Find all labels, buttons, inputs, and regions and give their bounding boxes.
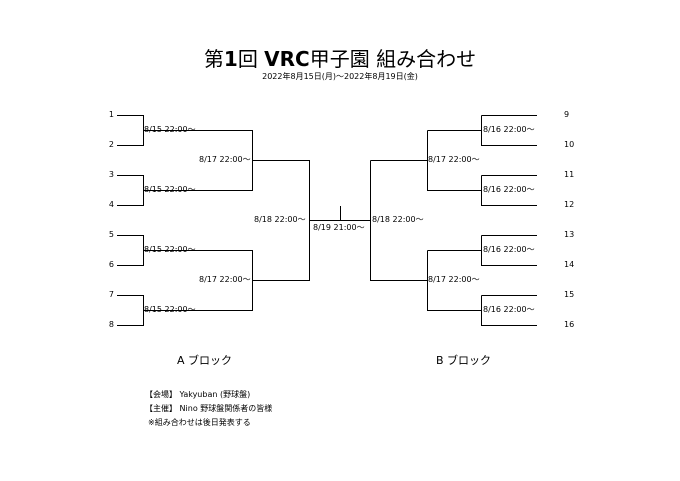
- bracket-b-r1-2: [481, 175, 537, 206]
- seed-5: 5: [108, 230, 114, 239]
- title-vrc: VRC: [264, 47, 310, 71]
- match-time-a-r1-3: 8/15 22:00〜: [144, 245, 196, 254]
- seed-14: 14: [564, 260, 575, 269]
- match-time-b-r2-1: 8/17 22:00〜: [428, 155, 480, 164]
- bracket-b-r2-1: [427, 130, 482, 191]
- bracket-b-r1-3: [481, 235, 537, 266]
- match-time-a-r2-1: 8/17 22:00〜: [199, 155, 251, 164]
- seed-8: 8: [108, 320, 114, 329]
- bracket-b-r2-2: [427, 250, 482, 311]
- seed-4: 4: [108, 200, 114, 209]
- bracket-a-semifinal: [309, 160, 370, 281]
- bracket-a-r1-4: [117, 295, 195, 326]
- seed-9: 9: [564, 110, 570, 119]
- seed-7: 7: [108, 290, 114, 299]
- match-time-b-r1-2: 8/16 22:00〜: [483, 185, 535, 194]
- seed-3: 3: [108, 170, 114, 179]
- bracket-a-r2-1: [195, 130, 309, 191]
- match-time-a-r2-2: 8/17 22:00〜: [199, 275, 251, 284]
- bracket-a-r1-2: [117, 175, 195, 206]
- match-time-b-r1-3: 8/16 22:00〜: [483, 245, 535, 254]
- seed-16: 16: [564, 320, 575, 329]
- block-a-label: A ブロック: [177, 354, 233, 367]
- title-rest: 甲子園 組み合わせ: [309, 47, 477, 71]
- title-number: 1: [223, 47, 238, 71]
- match-time-b-r1-4: 8/16 22:00〜: [483, 305, 535, 314]
- match-time-b-r2-2: 8/17 22:00〜: [428, 275, 480, 284]
- bracket-b-r1-1: [481, 115, 537, 146]
- seed-13: 13: [564, 230, 575, 239]
- seed-2: 2: [108, 140, 114, 149]
- match-time-final: 8/19 21:00〜: [313, 223, 365, 232]
- seed-12: 12: [564, 200, 575, 209]
- seed-1: 1: [108, 110, 114, 119]
- title-prefix: 第: [203, 47, 224, 71]
- seed-11: 11: [564, 170, 575, 179]
- bracket-b-r1-4: [481, 295, 537, 326]
- match-time-a-r1-4: 8/15 22:00〜: [144, 305, 196, 314]
- seed-10: 10: [564, 140, 575, 149]
- seed-15: 15: [564, 290, 575, 299]
- seed-6: 6: [108, 260, 114, 269]
- date-range: 2022年8月15日(月)〜2022年8月19日(金): [262, 72, 418, 81]
- match-time-a-r1-1: 8/15 22:00〜: [144, 125, 196, 134]
- title-kai: 回: [237, 47, 258, 71]
- venue-note: 【会場】 Yakyuban (野球盤): [145, 390, 251, 399]
- match-time-a-r1-2: 8/15 22:00〜: [144, 185, 196, 194]
- block-b-label: B ブロック: [436, 354, 492, 367]
- host-note: 【主催】 Nino 野球盤関係者の皆様: [145, 404, 273, 413]
- bracket-a-r1-1: [117, 115, 195, 146]
- footnote: ※組み合わせは後日発表する: [148, 418, 251, 427]
- match-time-b-semifinal: 8/18 22:00〜: [372, 215, 424, 224]
- page-title: 第1回 VRC甲子園 組み合わせ: [0, 47, 680, 71]
- match-time-a-semifinal: 8/18 22:00〜: [254, 215, 306, 224]
- bracket-a-r2-2: [195, 250, 309, 311]
- bracket-a-r1-3: [117, 235, 195, 266]
- bracket-b-semifinal: [370, 160, 427, 281]
- match-time-b-r1-1: 8/16 22:00〜: [483, 125, 535, 134]
